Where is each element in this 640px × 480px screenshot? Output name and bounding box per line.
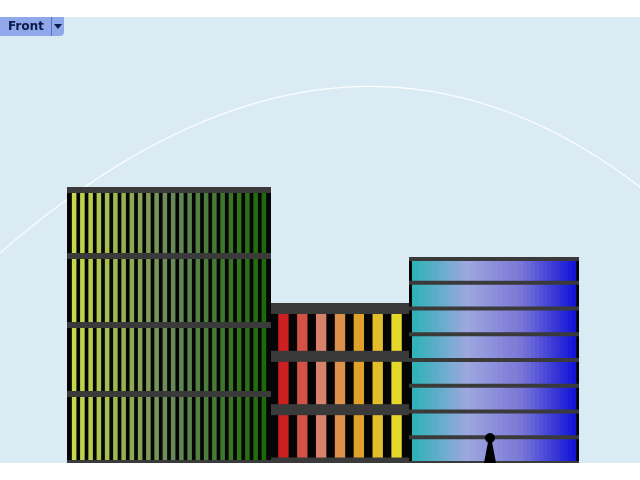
right-building-slab <box>409 383 579 388</box>
left-building-slab <box>67 253 271 259</box>
left-building-slab <box>67 187 271 193</box>
middle-building-fin <box>315 303 327 463</box>
person-figure <box>484 433 496 463</box>
middle-building-slab <box>271 404 409 416</box>
middle-building-fin <box>391 303 402 463</box>
horizon-arc <box>0 85 640 254</box>
middle-building-fin <box>278 303 289 463</box>
left-building-slab <box>67 322 271 328</box>
left-building[interactable] <box>67 187 271 463</box>
middle-building-slab <box>271 303 409 314</box>
right-building-slab <box>409 409 579 414</box>
middle-building-slab <box>271 350 409 362</box>
right-building-slab <box>409 257 579 261</box>
viewport-tab[interactable]: Front <box>0 17 64 36</box>
right-building-slab <box>409 332 579 337</box>
right-building-slab <box>409 306 579 311</box>
middle-building-slab <box>271 457 409 463</box>
middle-building-fin <box>297 303 308 463</box>
scene-canvas[interactable] <box>0 17 640 463</box>
caret-down-icon[interactable] <box>51 17 64 36</box>
middle-building-fin <box>353 303 365 463</box>
bottom-strip <box>0 463 640 480</box>
right-building[interactable] <box>409 257 579 463</box>
viewport-title[interactable]: Front <box>0 17 52 36</box>
right-building-slab <box>409 280 579 285</box>
middle-building-fin <box>334 303 346 463</box>
right-building-slab <box>409 358 579 362</box>
middle-building[interactable] <box>271 303 409 463</box>
left-building-slab <box>67 391 271 397</box>
middle-building-fin <box>372 303 383 463</box>
viewport-front[interactable] <box>0 17 640 463</box>
left-building-slab <box>67 460 271 463</box>
